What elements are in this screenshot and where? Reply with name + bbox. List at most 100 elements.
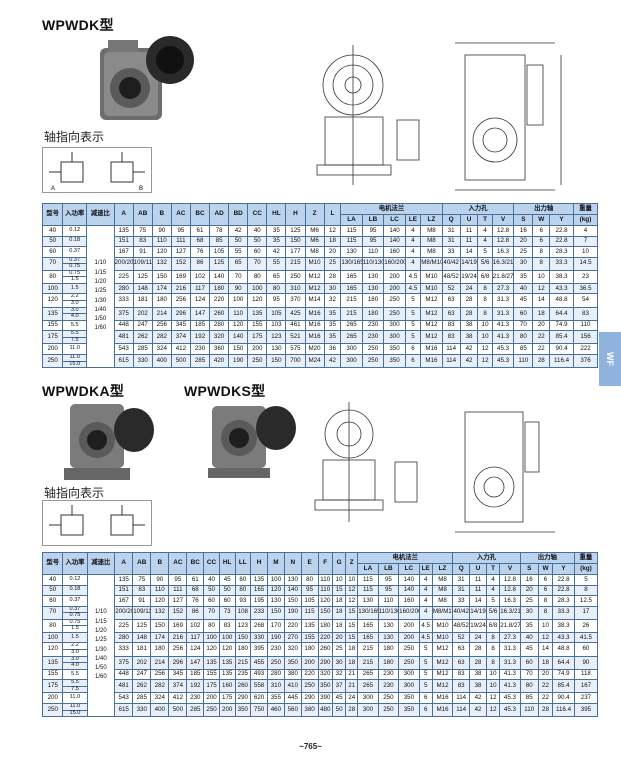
cell-value: 230 <box>186 692 205 704</box>
cell-value: 5 <box>404 293 422 308</box>
th-Z: Z <box>304 203 325 226</box>
cell-value: 350 <box>283 655 302 670</box>
cell-value: 16.3/21.8 <box>499 605 521 620</box>
cell-value: 18 <box>331 595 347 607</box>
cell-value: 12 <box>537 631 554 644</box>
cell-model: 175 <box>41 330 64 345</box>
cell-power-value-alt: 3.0 <box>71 648 79 655</box>
th2-U: U <box>469 563 487 575</box>
cell-value: 61 <box>186 574 205 586</box>
cell-value: M12 <box>420 330 443 345</box>
cell-value: 215 <box>357 655 379 670</box>
cell-value: 181 <box>132 642 152 657</box>
cell-value: 109/111 <box>132 605 152 620</box>
cell-value: 43.3 <box>549 282 574 295</box>
cell-value: 395 <box>250 642 268 657</box>
cell-value: 250 <box>398 655 420 670</box>
cell-power-value: 0.37 <box>63 258 86 265</box>
cell-value: 4.5 <box>418 618 433 633</box>
cell-value: 120 <box>203 642 220 657</box>
cell-model: 135 <box>41 306 64 321</box>
cell-value: M6 <box>304 235 325 247</box>
cell-value: 50 <box>228 235 249 247</box>
ratio-item: 1/60 <box>95 674 107 681</box>
cell-value: 28 <box>532 353 551 369</box>
th2-ratio: 减速比 <box>86 552 116 575</box>
cell-value: 74.9 <box>549 319 574 332</box>
cell-value: 21.8/27.3 <box>491 269 515 284</box>
cell-value: 260 <box>234 679 252 694</box>
cell-value: 192 <box>186 679 205 694</box>
ratio-item: 1/60 <box>94 325 107 332</box>
cell-value: 61 <box>189 225 211 237</box>
cell-power: 0.37 <box>62 246 88 258</box>
cell-value: 160 <box>218 679 236 694</box>
cell-value: 130 <box>266 343 287 355</box>
cell-value: 123 <box>234 618 252 633</box>
cell-value: 117 <box>186 631 205 644</box>
cell-value: 250 <box>300 679 319 694</box>
cell-value: M14 <box>304 293 325 308</box>
cell-value: 237 <box>573 692 599 704</box>
ratio-item: 1/15 <box>94 269 107 276</box>
table-row: 700.370.75200/202109/1111321528670731082… <box>41 605 599 620</box>
cell-value: 28 <box>459 306 479 321</box>
cell-value: 10 <box>537 618 554 633</box>
cell-value: 20 <box>532 319 551 332</box>
th2-HL: HL <box>218 552 236 575</box>
cell-value: 32 <box>331 668 347 681</box>
cell-value: 22 <box>537 679 554 694</box>
cell-value: 5 <box>573 574 599 586</box>
cell-value: 220 <box>317 631 333 644</box>
th-LC: LC <box>383 214 406 226</box>
cell-value: 100 <box>247 282 268 295</box>
cell-value: 37 <box>331 679 347 694</box>
cell-value: 230 <box>377 679 400 694</box>
cell-value: 558 <box>250 679 268 694</box>
cell-value: 460 <box>266 702 285 718</box>
cell-value: 80 <box>519 679 539 694</box>
cell-value: 300 <box>398 679 420 694</box>
cell-value: 355 <box>266 692 285 704</box>
cell-value: 130 <box>357 595 379 607</box>
cell-power-value: 11.0 <box>69 345 80 352</box>
cell-value: 31.3 <box>499 642 521 657</box>
cell-value: 40 <box>203 574 220 586</box>
cell-value: M10 <box>420 282 443 295</box>
cell-value: 31 <box>441 225 461 237</box>
cell-value: 200 <box>218 702 236 718</box>
cell-value: 35 <box>323 330 342 345</box>
cell-value: M16 <box>420 353 443 369</box>
cell-value: 174 <box>150 631 170 644</box>
cell-value: 116.4 <box>552 702 575 718</box>
cell-value: 445 <box>283 692 302 704</box>
cell-value: 91 <box>132 595 152 607</box>
cell-value: 300 <box>383 319 406 332</box>
cell-value: 285 <box>132 692 152 704</box>
cell-value: M8 <box>420 246 443 258</box>
cell-value: 60 <box>203 595 220 607</box>
cell-model: 50 <box>41 584 64 596</box>
th2-W: W <box>537 563 554 575</box>
cell-value: 285 <box>132 343 153 355</box>
cell-value: 30 <box>331 655 347 670</box>
cell-value: 115 <box>340 235 363 247</box>
cell-value: 85.4 <box>552 679 575 694</box>
cell-value: 109/111 <box>132 256 153 271</box>
cell-value: 19/24 <box>459 269 479 284</box>
cell-value: 21 <box>345 679 359 694</box>
cell-value: 250 <box>398 642 420 657</box>
cell-value: 6 <box>418 702 433 718</box>
cell-value: 345 <box>168 668 188 681</box>
cell-value: 5 <box>404 306 422 321</box>
th-Y: Y <box>549 214 574 226</box>
th2-G: G <box>331 552 347 575</box>
cell-value: 15 <box>331 584 347 596</box>
cell-value: 18 <box>331 618 347 633</box>
